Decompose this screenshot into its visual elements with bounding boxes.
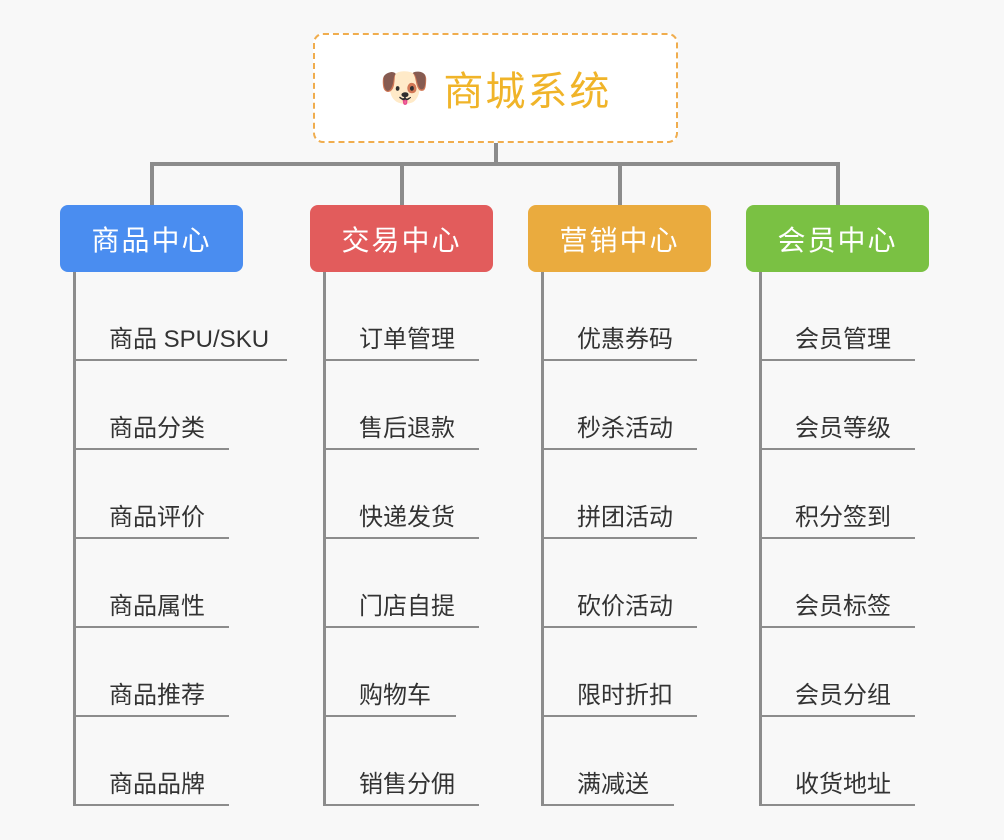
connector-horizontal-bus — [150, 162, 840, 166]
leaf-list-trade-center: 订单管理 售后退款 快递发货 门店自提 购物车 销售分佣 — [323, 272, 510, 806]
leaf-underline — [762, 715, 915, 717]
leaf-underline — [544, 448, 697, 450]
list-item[interactable]: 拼团活动 — [544, 450, 728, 539]
list-item[interactable]: 售后退款 — [326, 361, 510, 450]
list-item-label: 商品推荐 — [109, 682, 205, 709]
list-item-label: 砍价活动 — [577, 593, 673, 620]
list-item-label: 商品 SPU/SKU — [109, 326, 270, 353]
list-item[interactable]: 商品品牌 — [76, 717, 300, 806]
list-item[interactable]: 砍价活动 — [544, 539, 728, 628]
list-item[interactable]: 会员分组 — [762, 628, 946, 717]
list-item[interactable]: 商品属性 — [76, 539, 300, 628]
branch-header-label: 交易中心 — [341, 224, 462, 256]
leaf-underline — [76, 359, 287, 361]
branch-header-label: 商品中心 — [91, 224, 212, 256]
list-item-label: 订单管理 — [359, 326, 455, 353]
leaf-underline — [762, 359, 915, 361]
leaf-underline — [76, 715, 229, 717]
list-item[interactable]: 限时折扣 — [544, 628, 728, 717]
list-item-label: 会员等级 — [795, 415, 891, 442]
list-item-label: 销售分佣 — [359, 771, 455, 798]
connector-root-stem — [494, 143, 498, 165]
leaf-underline — [762, 448, 915, 450]
list-item-label: 满减送 — [577, 771, 649, 798]
branch-column-product-center: 商品中心 商品 SPU/SKU 商品分类 商品评价 商品属性 商品推荐 — [60, 205, 300, 806]
list-item-label: 限时折扣 — [577, 682, 673, 709]
list-item-label: 快递发货 — [359, 504, 455, 531]
list-item-label: 拼团活动 — [577, 504, 673, 531]
leaf-list-marketing-center: 优惠券码 秒杀活动 拼团活动 砍价活动 限时折扣 满减送 — [541, 272, 728, 806]
list-item-label: 会员分组 — [795, 682, 891, 709]
leaf-underline — [76, 804, 229, 806]
leaf-underline — [76, 626, 229, 628]
leaf-list-member-center: 会员管理 会员等级 积分签到 会员标签 会员分组 收货地址 — [759, 272, 946, 806]
connector-drop-1 — [150, 162, 154, 207]
list-item[interactable]: 会员等级 — [762, 361, 946, 450]
list-item-label: 商品属性 — [109, 593, 205, 620]
list-item[interactable]: 满减送 — [544, 717, 728, 806]
list-item-label: 会员标签 — [795, 593, 891, 620]
leaf-list-product-center: 商品 SPU/SKU 商品分类 商品评价 商品属性 商品推荐 商品品牌 — [73, 272, 300, 806]
branch-header-label: 会员中心 — [777, 224, 898, 256]
connector-drop-2 — [400, 162, 404, 207]
leaf-underline — [326, 448, 479, 450]
leaf-underline — [544, 715, 697, 717]
branch-header-member-center[interactable]: 会员中心 — [746, 205, 929, 272]
leaf-underline — [762, 804, 915, 806]
leaf-underline — [326, 715, 456, 717]
list-item-label: 会员管理 — [795, 326, 891, 353]
leaf-underline — [76, 448, 229, 450]
list-item-label: 收货地址 — [795, 771, 891, 798]
list-item-label: 优惠券码 — [577, 326, 673, 353]
list-item[interactable]: 商品推荐 — [76, 628, 300, 717]
leaf-underline — [762, 537, 915, 539]
list-item-label: 商品品牌 — [109, 771, 205, 798]
leaf-underline — [326, 804, 479, 806]
branch-column-marketing-center: 营销中心 优惠券码 秒杀活动 拼团活动 砍价活动 限时折扣 — [528, 205, 728, 806]
list-item[interactable]: 快递发货 — [326, 450, 510, 539]
list-item[interactable]: 商品评价 — [76, 450, 300, 539]
list-item[interactable]: 秒杀活动 — [544, 361, 728, 450]
leaf-underline — [544, 359, 697, 361]
list-item-label: 秒杀活动 — [577, 415, 673, 442]
list-item-label: 售后退款 — [359, 415, 455, 442]
list-item[interactable]: 积分签到 — [762, 450, 946, 539]
connector-drop-3 — [618, 162, 622, 207]
leaf-underline — [762, 626, 915, 628]
branch-column-member-center: 会员中心 会员管理 会员等级 积分签到 会员标签 会员分组 — [746, 205, 946, 806]
leaf-underline — [326, 626, 479, 628]
list-item[interactable]: 订单管理 — [326, 272, 510, 361]
leaf-underline — [544, 804, 674, 806]
list-item-label: 商品评价 — [109, 504, 205, 531]
leaf-underline — [326, 359, 479, 361]
list-item[interactable]: 优惠券码 — [544, 272, 728, 361]
root-node-title: 商城系统 — [443, 70, 612, 114]
branch-header-marketing-center[interactable]: 营销中心 — [528, 205, 711, 272]
root-node-mall-system[interactable]: 🐶 商城系统 — [313, 33, 678, 143]
branch-header-label: 营销中心 — [559, 224, 680, 256]
branch-header-trade-center[interactable]: 交易中心 — [310, 205, 493, 272]
list-item-label: 商品分类 — [109, 415, 205, 442]
connector-drop-4 — [836, 162, 840, 207]
list-item[interactable]: 收货地址 — [762, 717, 946, 806]
branch-column-trade-center: 交易中心 订单管理 售后退款 快递发货 门店自提 购物车 — [310, 205, 510, 806]
list-item-label: 门店自提 — [359, 593, 455, 620]
list-item-label: 购物车 — [359, 682, 431, 709]
leaf-underline — [544, 626, 697, 628]
list-item[interactable]: 商品分类 — [76, 361, 300, 450]
list-item[interactable]: 门店自提 — [326, 539, 510, 628]
leaf-underline — [76, 537, 229, 539]
list-item[interactable]: 购物车 — [326, 628, 510, 717]
branch-header-product-center[interactable]: 商品中心 — [60, 205, 243, 272]
shiba-dog-face-icon: 🐶 — [379, 66, 430, 110]
leaf-underline — [544, 537, 697, 539]
list-item[interactable]: 会员管理 — [762, 272, 946, 361]
list-item-label: 积分签到 — [795, 504, 891, 531]
list-item[interactable]: 会员标签 — [762, 539, 946, 628]
list-item[interactable]: 商品 SPU/SKU — [76, 272, 300, 361]
list-item[interactable]: 销售分佣 — [326, 717, 510, 806]
leaf-underline — [326, 537, 479, 539]
